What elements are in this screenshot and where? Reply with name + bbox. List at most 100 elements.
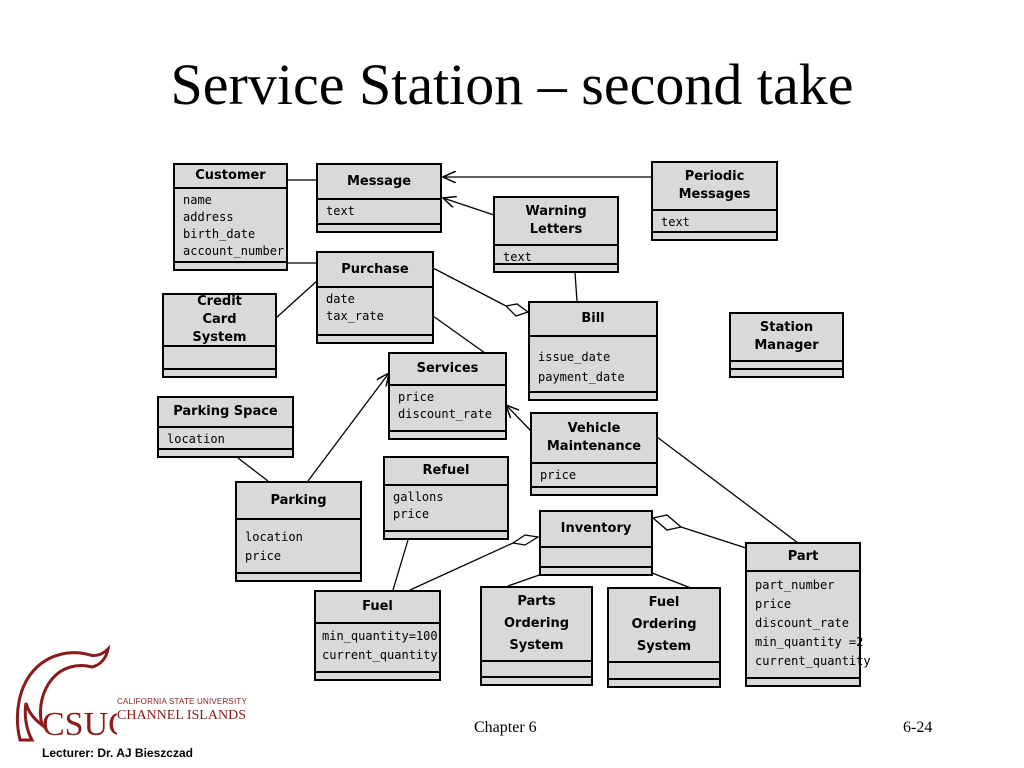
agg-purchase-bill [432, 267, 507, 307]
attr: gallons [393, 490, 444, 504]
class-attributes: text [318, 200, 440, 220]
attr: text [503, 250, 532, 264]
class-name: Customer [175, 165, 286, 189]
dolphin-logo-mark: CSUCI [15, 645, 117, 743]
attr: name [183, 193, 212, 207]
attr: text [326, 204, 355, 218]
class-warning-letters[interactable]: Warning Letters text [493, 196, 619, 273]
agg-diamond-bill [504, 303, 530, 317]
class-name: Purchase [318, 253, 432, 288]
class-attributes: text [495, 246, 617, 266]
attr: price [245, 549, 282, 563]
class-vehicle-maintenance[interactable]: Vehicle Maintenance price [530, 412, 658, 496]
university-logo: CSUCI CALIFORNIA STATE UNIVERSITY CHANNE… [12, 645, 262, 745]
class-name: Message [318, 165, 440, 200]
class-customer[interactable]: Customer name address birth_date account… [173, 163, 288, 271]
class-name: Fuel [316, 592, 439, 624]
class-fuel[interactable]: Fuel min_quantity=100 current_quantity [314, 590, 441, 681]
class-name: Station Manager [731, 314, 842, 362]
assoc-inventory-partsordering [507, 572, 546, 587]
class-name: Part [747, 544, 859, 572]
class-part[interactable]: Part part_number price discount_rate min… [745, 542, 871, 687]
attr: discount_rate [398, 407, 492, 421]
footer-chapter: Chapter 6 [474, 719, 537, 736]
class-attributes: price [532, 464, 656, 484]
attr: current_quantity [755, 654, 871, 668]
attr: part_number [755, 578, 835, 592]
assoc-creditcard-purchase [275, 279, 319, 319]
class-attributes: gallons price [385, 486, 507, 523]
lecturer-credit: Lecturer: Dr. AJ Bieszczad [42, 746, 193, 760]
attr: discount_rate [755, 616, 849, 630]
class-attributes: location price [237, 520, 360, 566]
assoc-maint-part [656, 436, 799, 544]
attr: address [183, 210, 234, 224]
agg-fuel-inventory [409, 542, 514, 591]
class-parking[interactable]: Parking location price [235, 481, 362, 582]
class-name: Parking Space [159, 398, 292, 428]
attr: price [398, 390, 435, 404]
class-attributes: min_quantity=100 current_quantity [316, 624, 439, 665]
class-parts-ordering-system[interactable]: Parts Ordering System [480, 586, 593, 686]
class-attributes: issue_date payment_date [530, 337, 656, 387]
class-attributes: part_number price discount_rate min_quan… [747, 572, 871, 671]
class-name: Bill [530, 303, 656, 337]
class-parking-space[interactable]: Parking Space location [157, 396, 294, 458]
attr: birth_date [183, 227, 256, 241]
agg-diamond-fuel [511, 534, 540, 546]
gen-warning-message [443, 198, 495, 216]
class-refuel[interactable]: Refuel gallons price [383, 456, 509, 540]
class-name: Warning Letters [495, 198, 617, 246]
assoc-warning-bill [574, 272, 578, 302]
attr: date [326, 292, 355, 306]
assoc-inventory-fuelordering [651, 572, 692, 589]
attr: text [661, 215, 690, 229]
class-attributes: price discount_rate [390, 386, 505, 423]
class-attributes: date tax_rate [318, 288, 432, 325]
class-name: Inventory [541, 512, 651, 548]
attr: min_quantity =2 [755, 635, 864, 649]
footer-page-number: 6-24 [903, 719, 933, 736]
gen-parking-services [307, 373, 389, 482]
slide-title: Service Station – second take [170, 52, 854, 117]
assoc-parkingspace-parking [237, 457, 269, 482]
class-name: Periodic Messages [653, 163, 776, 211]
attr: account_number [183, 244, 285, 258]
attr: current_quantity [322, 648, 438, 662]
attr: issue_date [538, 350, 611, 364]
class-name: Parking [237, 483, 360, 520]
class-credit-card-system[interactable]: Credit Card System [162, 293, 277, 378]
class-name: Services [390, 354, 505, 386]
attr: location [245, 530, 303, 544]
assoc-refuel-fuel [392, 539, 409, 591]
agg-diamond-part [651, 514, 683, 531]
class-name: Vehicle Maintenance [532, 414, 656, 464]
class-services[interactable]: Services price discount_rate [388, 352, 507, 440]
class-fuel-ordering-system[interactable]: Fuel Ordering System [607, 587, 721, 688]
assoc-purchase-services [432, 315, 486, 354]
class-attributes: location [159, 428, 292, 448]
class-attributes: text [653, 211, 776, 231]
class-name: Refuel [385, 458, 507, 486]
agg-part-inventory [680, 526, 747, 549]
logo-line2: CHANNEL ISLANDS [117, 708, 246, 723]
attr: price [540, 468, 577, 482]
attr: price [393, 507, 430, 521]
class-periodic-messages[interactable]: Periodic Messages text [651, 161, 778, 241]
gen-maint-services [506, 405, 532, 432]
class-name: Fuel Ordering System [609, 589, 719, 663]
class-name: Parts Ordering System [482, 588, 591, 662]
attr: tax_rate [326, 309, 384, 323]
logo-letters: CSUCI [42, 706, 117, 743]
attr: price [755, 597, 792, 611]
class-message[interactable]: Message text [316, 163, 442, 233]
class-inventory[interactable]: Inventory [539, 510, 653, 576]
logo-line1: CALIFORNIA STATE UNIVERSITY [117, 697, 248, 706]
class-purchase[interactable]: Purchase date tax_rate [316, 251, 434, 344]
class-bill[interactable]: Bill issue_date payment_date [528, 301, 658, 401]
attr: min_quantity=100 [322, 629, 438, 643]
class-name: Credit Card System [164, 294, 275, 347]
attr: payment_date [538, 370, 625, 384]
class-station-manager[interactable]: Station Manager [729, 312, 844, 378]
